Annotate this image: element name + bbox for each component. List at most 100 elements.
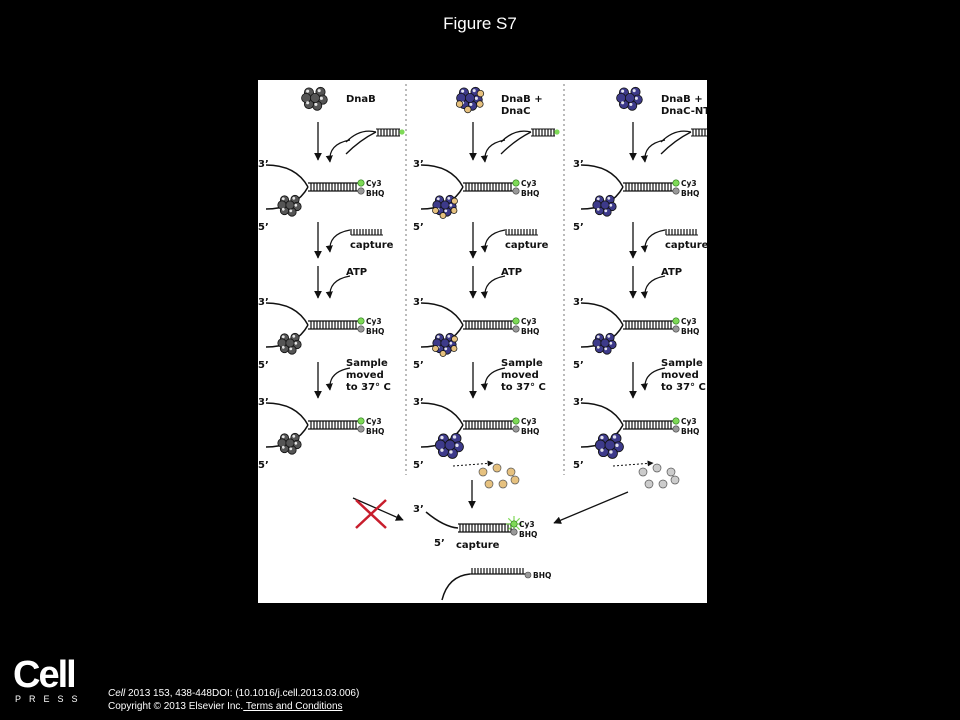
- col2-translocating-helicase-highlight: [455, 443, 459, 448]
- col1-row1-helicase-subunit: [285, 338, 295, 348]
- col3-move-label-3: to 37° C: [661, 382, 706, 393]
- product-5prime: 5’: [434, 538, 445, 549]
- col2-row1-helicase-subunit: [440, 338, 450, 348]
- col1-row0-helicase-highlight: [292, 196, 296, 200]
- col2-row1-5prime: 5’: [413, 360, 424, 371]
- col2-row2-3prime: 3’: [413, 397, 424, 408]
- col1-move-label-1: Sample: [346, 358, 388, 369]
- col3-row2-cy3-dot: [672, 417, 680, 425]
- col1-curve-capture: [325, 229, 351, 253]
- col2-row0-fork-basepairs: [465, 183, 512, 191]
- citation-block: Cell 2013 153, 438-448DOI: (10.1016/j.ce…: [108, 687, 359, 713]
- col1-row0-bhq-label: BHQ: [366, 189, 384, 198]
- col2-row0-helicase: [432, 194, 458, 219]
- col1-row1-cy3-dot: [357, 317, 365, 325]
- col3-dnac-subunit: [658, 479, 668, 489]
- col2-translocating-helicase-highlight: [440, 448, 444, 452]
- col3-row2-5prime: 5’: [573, 460, 584, 471]
- col1-row1-helicase-highlight: [292, 334, 296, 338]
- col1-row1-bhq-dot: [357, 325, 365, 333]
- col2-protein-label-1: DnaB +: [501, 94, 543, 105]
- col2-free-protein-highlight: [469, 102, 473, 106]
- col3-dnac-subunit: [638, 467, 648, 477]
- col2-row0-cy3-dot: [512, 179, 520, 187]
- col3-free-protein-subunit: [624, 92, 636, 104]
- col3-row0-helicase-highlight: [604, 209, 608, 213]
- col3-dnac-subunit: [652, 463, 662, 473]
- col2-row2-fork-basepairs: [465, 421, 512, 429]
- citation-line: Cell 2013 153, 438-448DOI: (10.1016/j.ce…: [108, 687, 359, 700]
- col3-row0-3prime: 3’: [573, 159, 584, 170]
- col3-row2-bhq-label: BHQ: [681, 427, 699, 436]
- col2-row2-fork-arm-3prime: [420, 402, 464, 426]
- col2-dnac-subunit: [498, 479, 508, 489]
- col3-free-protein: [616, 86, 643, 111]
- col1-row1-cy3-label: Cy3: [366, 317, 382, 326]
- col1-protein-label-1: DnaB: [346, 94, 376, 105]
- product-ray: [515, 525, 521, 531]
- col2-row1-fork-basepairs: [465, 321, 512, 329]
- col1-row2-helicase-subunit: [285, 438, 295, 448]
- col1-row1-helicase-highlight: [281, 345, 285, 349]
- col3-unwinding-direction: [612, 460, 654, 467]
- col1-row0-helicase-subunit: [277, 200, 287, 210]
- col1-row2-helicase-highlight: [294, 441, 298, 445]
- col2-row1-3prime: 3’: [413, 297, 424, 308]
- col2-dnac-subunit: [484, 479, 494, 489]
- col1-row2-helicase: [277, 432, 302, 455]
- col1-free-protein-highlight: [319, 96, 323, 100]
- col1-free-protein-highlight: [306, 89, 310, 93]
- col2-row1-fork-arm-3prime: [420, 302, 464, 326]
- col2-free-protein-highlight: [474, 96, 478, 100]
- col2-row0-helicase-highlight: [449, 203, 453, 207]
- terms-link[interactable]: Terms and Conditions: [243, 701, 343, 712]
- col3-dnac-subunit: [666, 467, 676, 477]
- product-ray: [507, 517, 513, 523]
- col1-capture-label: capture: [350, 240, 394, 251]
- col2-row0-cy3-label: Cy3: [521, 179, 537, 188]
- col1-row2-cy3-label: Cy3: [366, 417, 382, 426]
- citation-text: 2013 153, 438-448DOI: (10.1016/j.cell.20…: [125, 688, 360, 699]
- col2-row1-helicase-highlight: [447, 334, 451, 338]
- col1-row1-3prime: 3’: [258, 297, 269, 308]
- col2-row0-fork-arm-3prime: [420, 164, 464, 188]
- col3-free-protein-subunit: [616, 92, 627, 104]
- col1-row2-bhq-label: BHQ: [366, 427, 384, 436]
- col3-dnac-subunit: [670, 475, 680, 485]
- col3-released-dnac: [638, 463, 680, 489]
- col3-row1-helicase-highlight: [596, 335, 600, 339]
- col3-row1-helicase-highlight: [604, 347, 608, 351]
- col3-row0-helicase: [592, 194, 617, 217]
- col1-row2-bhq-dot: [357, 425, 365, 433]
- col3-free-protein-highlight: [629, 102, 633, 106]
- col3-row1-helicase-subunit: [600, 338, 610, 348]
- col3-translocating-helicase-subunit: [604, 439, 616, 451]
- col2-dnac-subunit: [510, 475, 520, 485]
- col1-row0-fork-basepairs: [310, 183, 357, 191]
- col1-row1-helicase-highlight: [281, 335, 285, 339]
- col1-free-protein: [301, 86, 328, 111]
- col3-free-protein-highlight: [621, 101, 625, 105]
- col2-row0-5prime: 5’: [413, 222, 424, 233]
- col1-free-protein-subunit: [309, 92, 321, 104]
- bhq-strand-label: BHQ: [533, 571, 551, 580]
- col2-substrate-basepairs: [532, 129, 555, 136]
- col3-translocating-helicase-highlight: [600, 448, 604, 452]
- col1-free-protein-highlight: [317, 89, 321, 93]
- col3-row0-helicase-highlight: [607, 196, 611, 200]
- col3-capture-label: capture: [665, 240, 707, 251]
- product-basepairs: [459, 524, 512, 532]
- col3-row0-helicase-subunit: [592, 200, 602, 210]
- col2-row0-bhq-dot: [512, 187, 520, 195]
- product-bhq-label: BHQ: [519, 530, 537, 539]
- col2-row1-helicase: [432, 332, 458, 357]
- col2-dnac-subunit: [492, 463, 502, 473]
- col3-free-protein-highlight: [632, 89, 636, 93]
- col2-free-protein-highlight: [461, 89, 465, 93]
- col2-curve-temp: [480, 367, 506, 391]
- col1-curve-temp: [325, 367, 351, 391]
- col3-translocating-helicase-highlight: [612, 435, 617, 439]
- col2-free-protein-dnac: [455, 100, 464, 108]
- col1-row2-helicase-highlight: [289, 447, 293, 451]
